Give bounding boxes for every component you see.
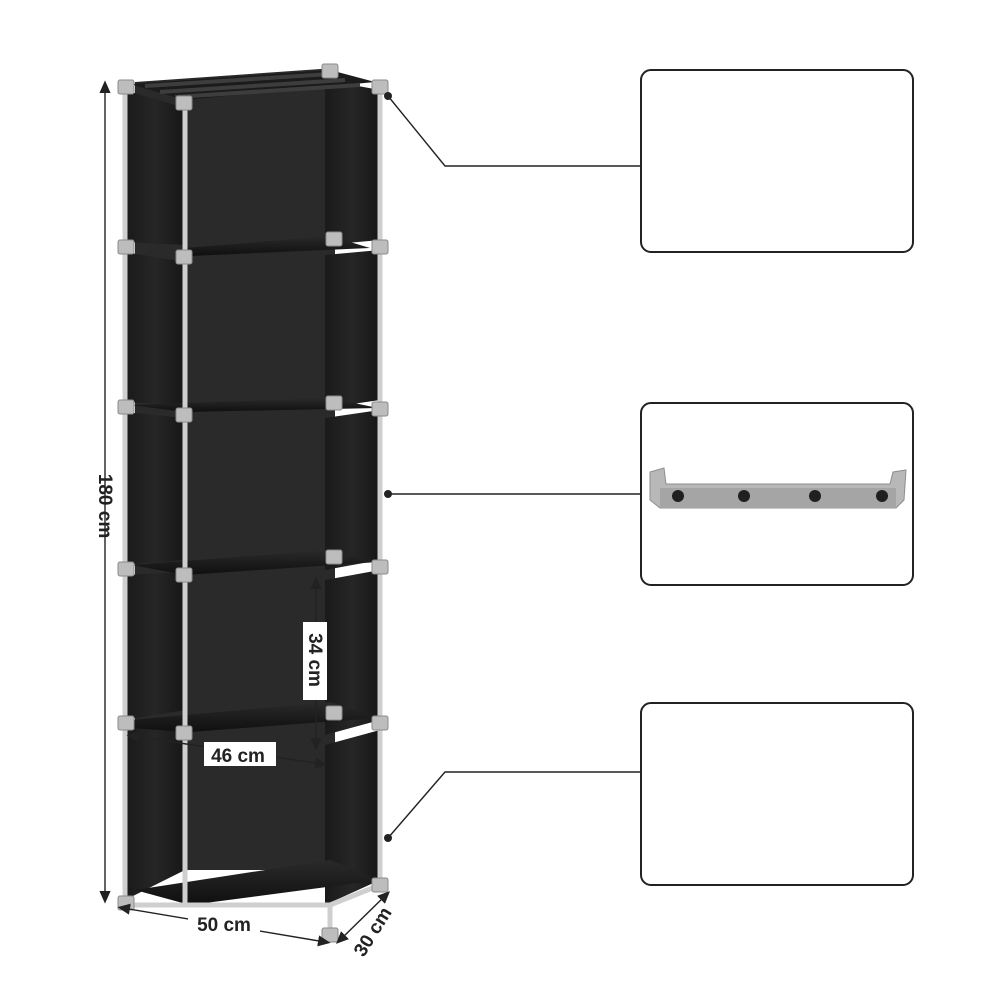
connector-hole xyxy=(809,490,821,502)
connector-hole xyxy=(876,490,888,502)
right-side-panels xyxy=(325,80,380,905)
dimension-shelf-width: 46 cm xyxy=(126,731,328,769)
callout-waterproof-fabric-closeup xyxy=(640,702,914,886)
callout-top-rail-closeup xyxy=(640,69,914,253)
connector-hole xyxy=(738,490,750,502)
callout-grey-connector-closeup xyxy=(640,402,914,586)
connector-hole xyxy=(672,490,684,502)
left-side-panels xyxy=(125,90,185,900)
dimension-width: 50 cm xyxy=(117,903,331,947)
shelf xyxy=(132,550,378,575)
shelf-width-label: 46 cm xyxy=(211,746,265,767)
dimension-shelf-height: 34 cm xyxy=(303,576,327,751)
shelf xyxy=(135,860,380,905)
shelf xyxy=(185,236,370,256)
connector-part xyxy=(649,467,907,509)
depth-label: 30 cm xyxy=(350,904,396,961)
shelf-unit xyxy=(117,63,389,943)
shelf-height-label: 34 cm xyxy=(304,633,325,687)
callout-leaders xyxy=(384,92,640,842)
dimension-depth: 30 cm xyxy=(335,891,397,961)
width-label: 50 cm xyxy=(197,915,251,936)
top-rails xyxy=(144,72,361,99)
dimension-height: 180 cm xyxy=(94,80,115,904)
height-label: 180 cm xyxy=(94,474,115,538)
